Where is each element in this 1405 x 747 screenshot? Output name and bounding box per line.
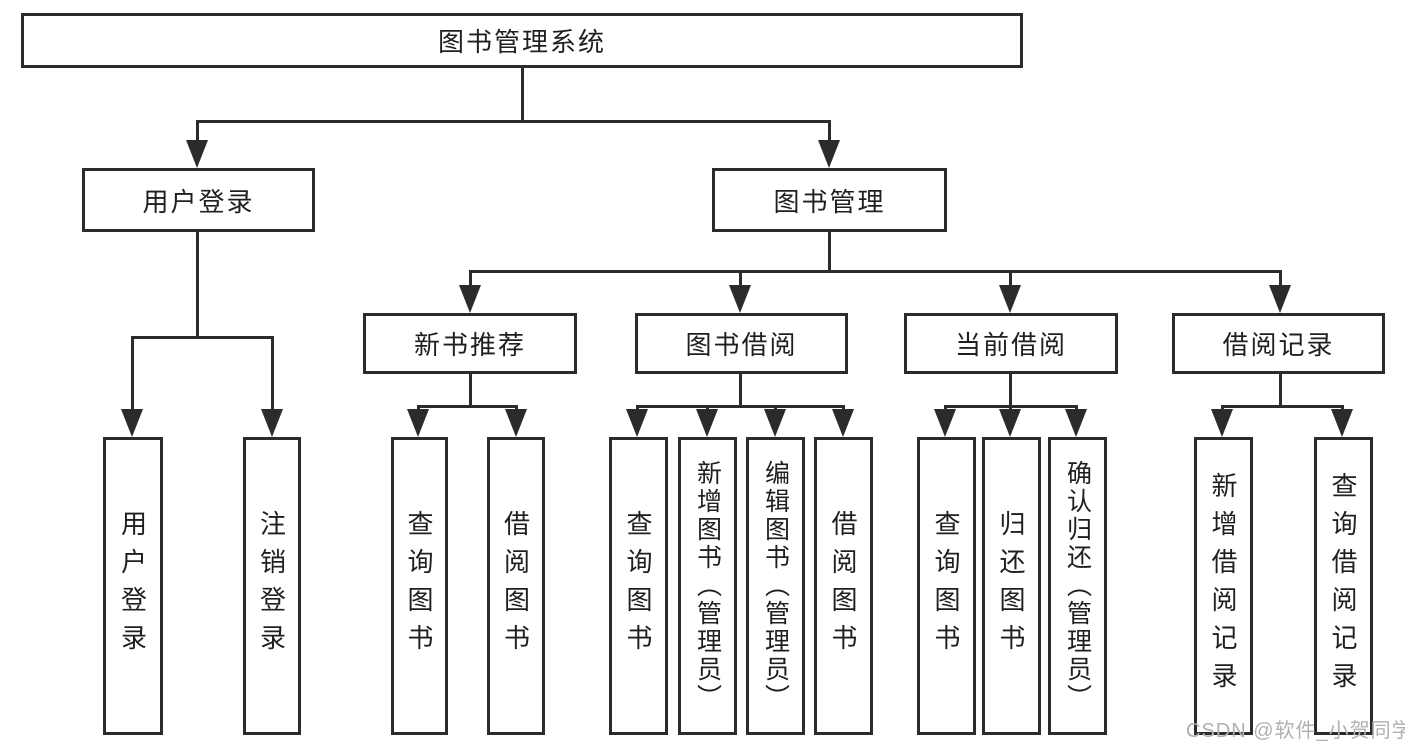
connector-line <box>828 232 831 270</box>
arrowhead-down-icon <box>999 409 1021 437</box>
node-edit-books-admin: 编辑图书（管理员） <box>746 437 805 735</box>
connector-line <box>1279 374 1282 405</box>
node-borrow-books-borrowing: 借阅图书 <box>814 437 873 735</box>
arrowhead-down-icon <box>1269 285 1291 313</box>
connector-line <box>469 374 472 405</box>
node-query-books-recommend-label: 查询图书 <box>404 510 434 662</box>
node-new-book-recommend-label: 新书推荐 <box>413 330 526 360</box>
connector-line <box>131 336 134 409</box>
node-borrow-books-recommend: 借阅图书 <box>487 437 545 735</box>
connector-line <box>944 405 947 409</box>
arrowhead-down-icon <box>1065 409 1087 437</box>
node-return-books-label: 归还图书 <box>996 510 1026 662</box>
arrowhead-down-icon <box>818 140 840 168</box>
node-book-management-label: 图书管理 <box>773 186 886 217</box>
node-borrow-books-recommend-label: 借阅图书 <box>500 510 531 662</box>
node-logout-label: 注销登录 <box>256 510 287 662</box>
node-query-books-current-label: 查询图书 <box>931 510 961 662</box>
arrowhead-down-icon <box>1331 409 1353 437</box>
node-root: 图书管理系统 <box>21 13 1023 68</box>
arrowhead-down-icon <box>121 409 143 437</box>
arrowhead-down-icon <box>1211 409 1233 437</box>
connector-line <box>1009 270 1012 285</box>
connector-line <box>417 405 518 408</box>
node-confirm-return-admin: 确认归还（管理员） <box>1048 437 1107 735</box>
arrowhead-down-icon <box>626 409 648 437</box>
connector-line <box>131 336 274 339</box>
node-user-login-leaf: 用户登录 <box>103 437 163 735</box>
node-new-book-recommend: 新书推荐 <box>363 313 577 374</box>
arrowhead-down-icon <box>407 409 429 437</box>
connector-line <box>774 405 777 409</box>
node-add-books-admin: 新增图书（管理员） <box>678 437 737 735</box>
arrowhead-down-icon <box>459 285 481 313</box>
arrowhead-down-icon <box>261 409 283 437</box>
node-user-login-leaf-label: 用户登录 <box>117 510 148 662</box>
node-query-books-current: 查询图书 <box>917 437 976 735</box>
connector-line <box>196 120 199 140</box>
connector-line <box>1221 405 1224 409</box>
connector-line <box>469 270 472 285</box>
watermark-text: CSDN @软件_小贺同学 <box>1186 720 1405 742</box>
node-add-borrow-record: 新增借阅记录 <box>1194 437 1253 735</box>
node-book-borrowing-label: 图书借阅 <box>685 330 798 360</box>
connector-line <box>706 405 709 409</box>
node-query-books-recommend: 查询图书 <box>391 437 448 735</box>
node-return-books: 归还图书 <box>982 437 1041 735</box>
connector-line <box>417 405 420 409</box>
node-query-borrow-record-label: 查询借阅记录 <box>1328 472 1358 700</box>
connector-line <box>636 405 845 408</box>
connector-line <box>196 120 831 123</box>
node-query-borrow-record: 查询借阅记录 <box>1314 437 1373 735</box>
node-edit-books-admin-label: 编辑图书（管理员） <box>761 460 790 712</box>
node-add-books-admin-label: 新增图书（管理员） <box>693 460 722 712</box>
connector-line <box>521 68 524 120</box>
connector-line <box>842 405 845 409</box>
connector-line <box>1009 405 1012 409</box>
node-current-borrowing-label: 当前借阅 <box>954 330 1067 360</box>
connector-line <box>1279 270 1282 285</box>
connector-line <box>1341 405 1344 409</box>
node-add-borrow-record-label: 新增借阅记录 <box>1208 472 1238 700</box>
node-confirm-return-admin-label: 确认归还（管理员） <box>1063 460 1092 712</box>
connector-line <box>739 374 742 405</box>
arrowhead-down-icon <box>934 409 956 437</box>
connector-line <box>1075 405 1078 409</box>
node-borrowing-records-label: 借阅记录 <box>1222 330 1335 360</box>
connector-line <box>196 232 199 336</box>
connector-line <box>828 120 831 140</box>
arrowhead-down-icon <box>696 409 718 437</box>
node-borrowing-records: 借阅记录 <box>1172 313 1385 374</box>
connector-line <box>636 405 639 409</box>
connector-line <box>1221 405 1344 408</box>
node-query-books-borrowing-label: 查询图书 <box>623 510 653 662</box>
arrowhead-down-icon <box>729 285 751 313</box>
arrowhead-down-icon <box>832 409 854 437</box>
node-borrow-books-borrowing-label: 借阅图书 <box>828 510 858 662</box>
node-logout: 注销登录 <box>243 437 301 735</box>
node-current-borrowing: 当前借阅 <box>904 313 1118 374</box>
connector-line <box>1009 374 1012 405</box>
node-user-login: 用户登录 <box>82 168 315 232</box>
connector-line <box>515 405 518 409</box>
arrowhead-down-icon <box>999 285 1021 313</box>
arrowhead-down-icon <box>764 409 786 437</box>
node-user-login-label: 用户登录 <box>142 186 255 217</box>
connector-line <box>271 336 274 409</box>
connector-line <box>739 270 742 285</box>
node-book-management: 图书管理 <box>712 168 947 232</box>
node-root-label: 图书管理系统 <box>437 27 606 57</box>
connector-line <box>469 270 1282 273</box>
arrowhead-down-icon <box>186 140 208 168</box>
node-book-borrowing: 图书借阅 <box>635 313 848 374</box>
arrowhead-down-icon <box>505 409 527 437</box>
node-query-books-borrowing: 查询图书 <box>609 437 668 735</box>
